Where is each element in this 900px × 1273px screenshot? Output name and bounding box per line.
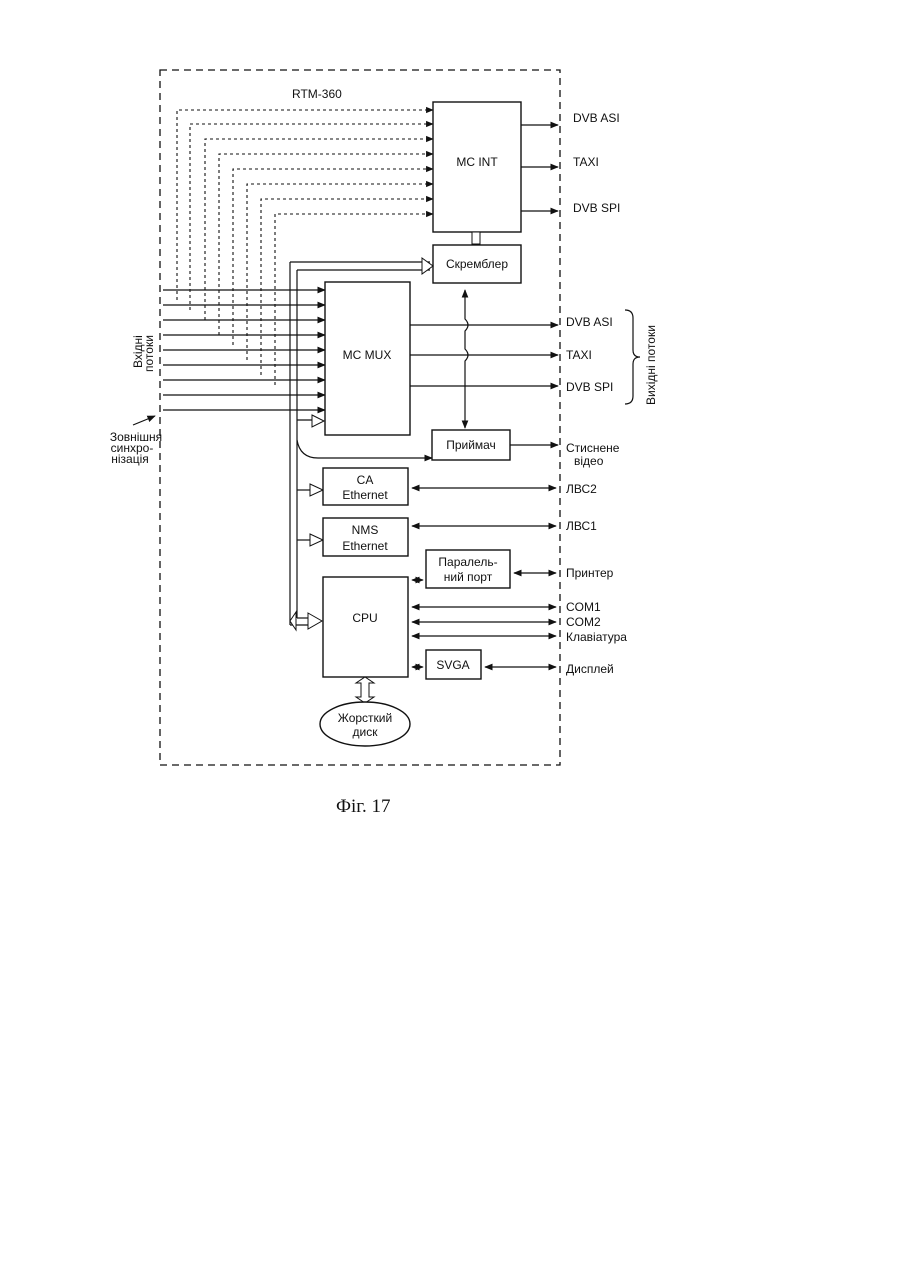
figure-caption: Фіг. 17 — [336, 796, 390, 817]
input-streams-label-2: потоки — [142, 335, 156, 372]
cpu-block — [323, 577, 408, 677]
output-compressed-video: Стиснене — [566, 441, 620, 455]
hard-disk-label-2: диск — [353, 725, 379, 739]
output-int-taxi: TAXI — [573, 155, 599, 169]
scrambler-receiver-link — [465, 290, 468, 428]
hard-disk-label-1: Жорсткий — [338, 711, 392, 725]
output-mux-spi: DVB SPI — [566, 380, 613, 394]
cpu-label: CPU — [352, 611, 377, 625]
cpu-disk-link — [356, 677, 374, 703]
output-com1: COM1 — [566, 600, 601, 614]
output-display: Дисплей — [566, 662, 614, 676]
output-compressed-video-2: відео — [574, 454, 604, 468]
output-mux-taxi: TAXI — [566, 348, 592, 362]
output-lan2: ЛВС2 — [566, 482, 597, 496]
output-int-asi: DVB ASI — [573, 111, 620, 125]
ext-sync-label-3: нізація — [111, 452, 149, 466]
ca-ethernet-label-2: Ethernet — [342, 488, 388, 502]
parallel-port-label-2: ний порт — [444, 570, 493, 584]
mc-int-scrambler-link — [472, 232, 480, 244]
output-int-spi: DVB SPI — [573, 201, 620, 215]
receiver-label: Приймач — [446, 438, 496, 452]
nms-ethernet-label-2: Ethernet — [342, 539, 388, 553]
scrambler-label: Скремблер — [446, 257, 508, 271]
output-mux-asi: DVB ASI — [566, 315, 613, 329]
system-label: RTM-360 — [292, 87, 342, 101]
parallel-port-label-1: Паралель- — [438, 555, 497, 569]
output-printer: Принтер — [566, 566, 614, 580]
mc-mux-label: MC MUX — [343, 348, 392, 362]
output-keyboard: Клавіатура — [566, 630, 627, 644]
output-com2: COM2 — [566, 615, 601, 629]
output-lan1: ЛВС1 — [566, 519, 597, 533]
mc-mux-input-lines — [163, 290, 325, 410]
ca-ethernet-label-1: CA — [357, 473, 374, 487]
output-streams-label: Вихідні потоки — [644, 325, 658, 405]
nms-ethernet-label-1: NMS — [352, 523, 379, 537]
output-streams-brace — [625, 310, 640, 404]
ext-sync-arrow — [133, 416, 155, 425]
svga-label: SVGA — [436, 658, 469, 672]
mc-int-label: MC INT — [456, 155, 498, 169]
